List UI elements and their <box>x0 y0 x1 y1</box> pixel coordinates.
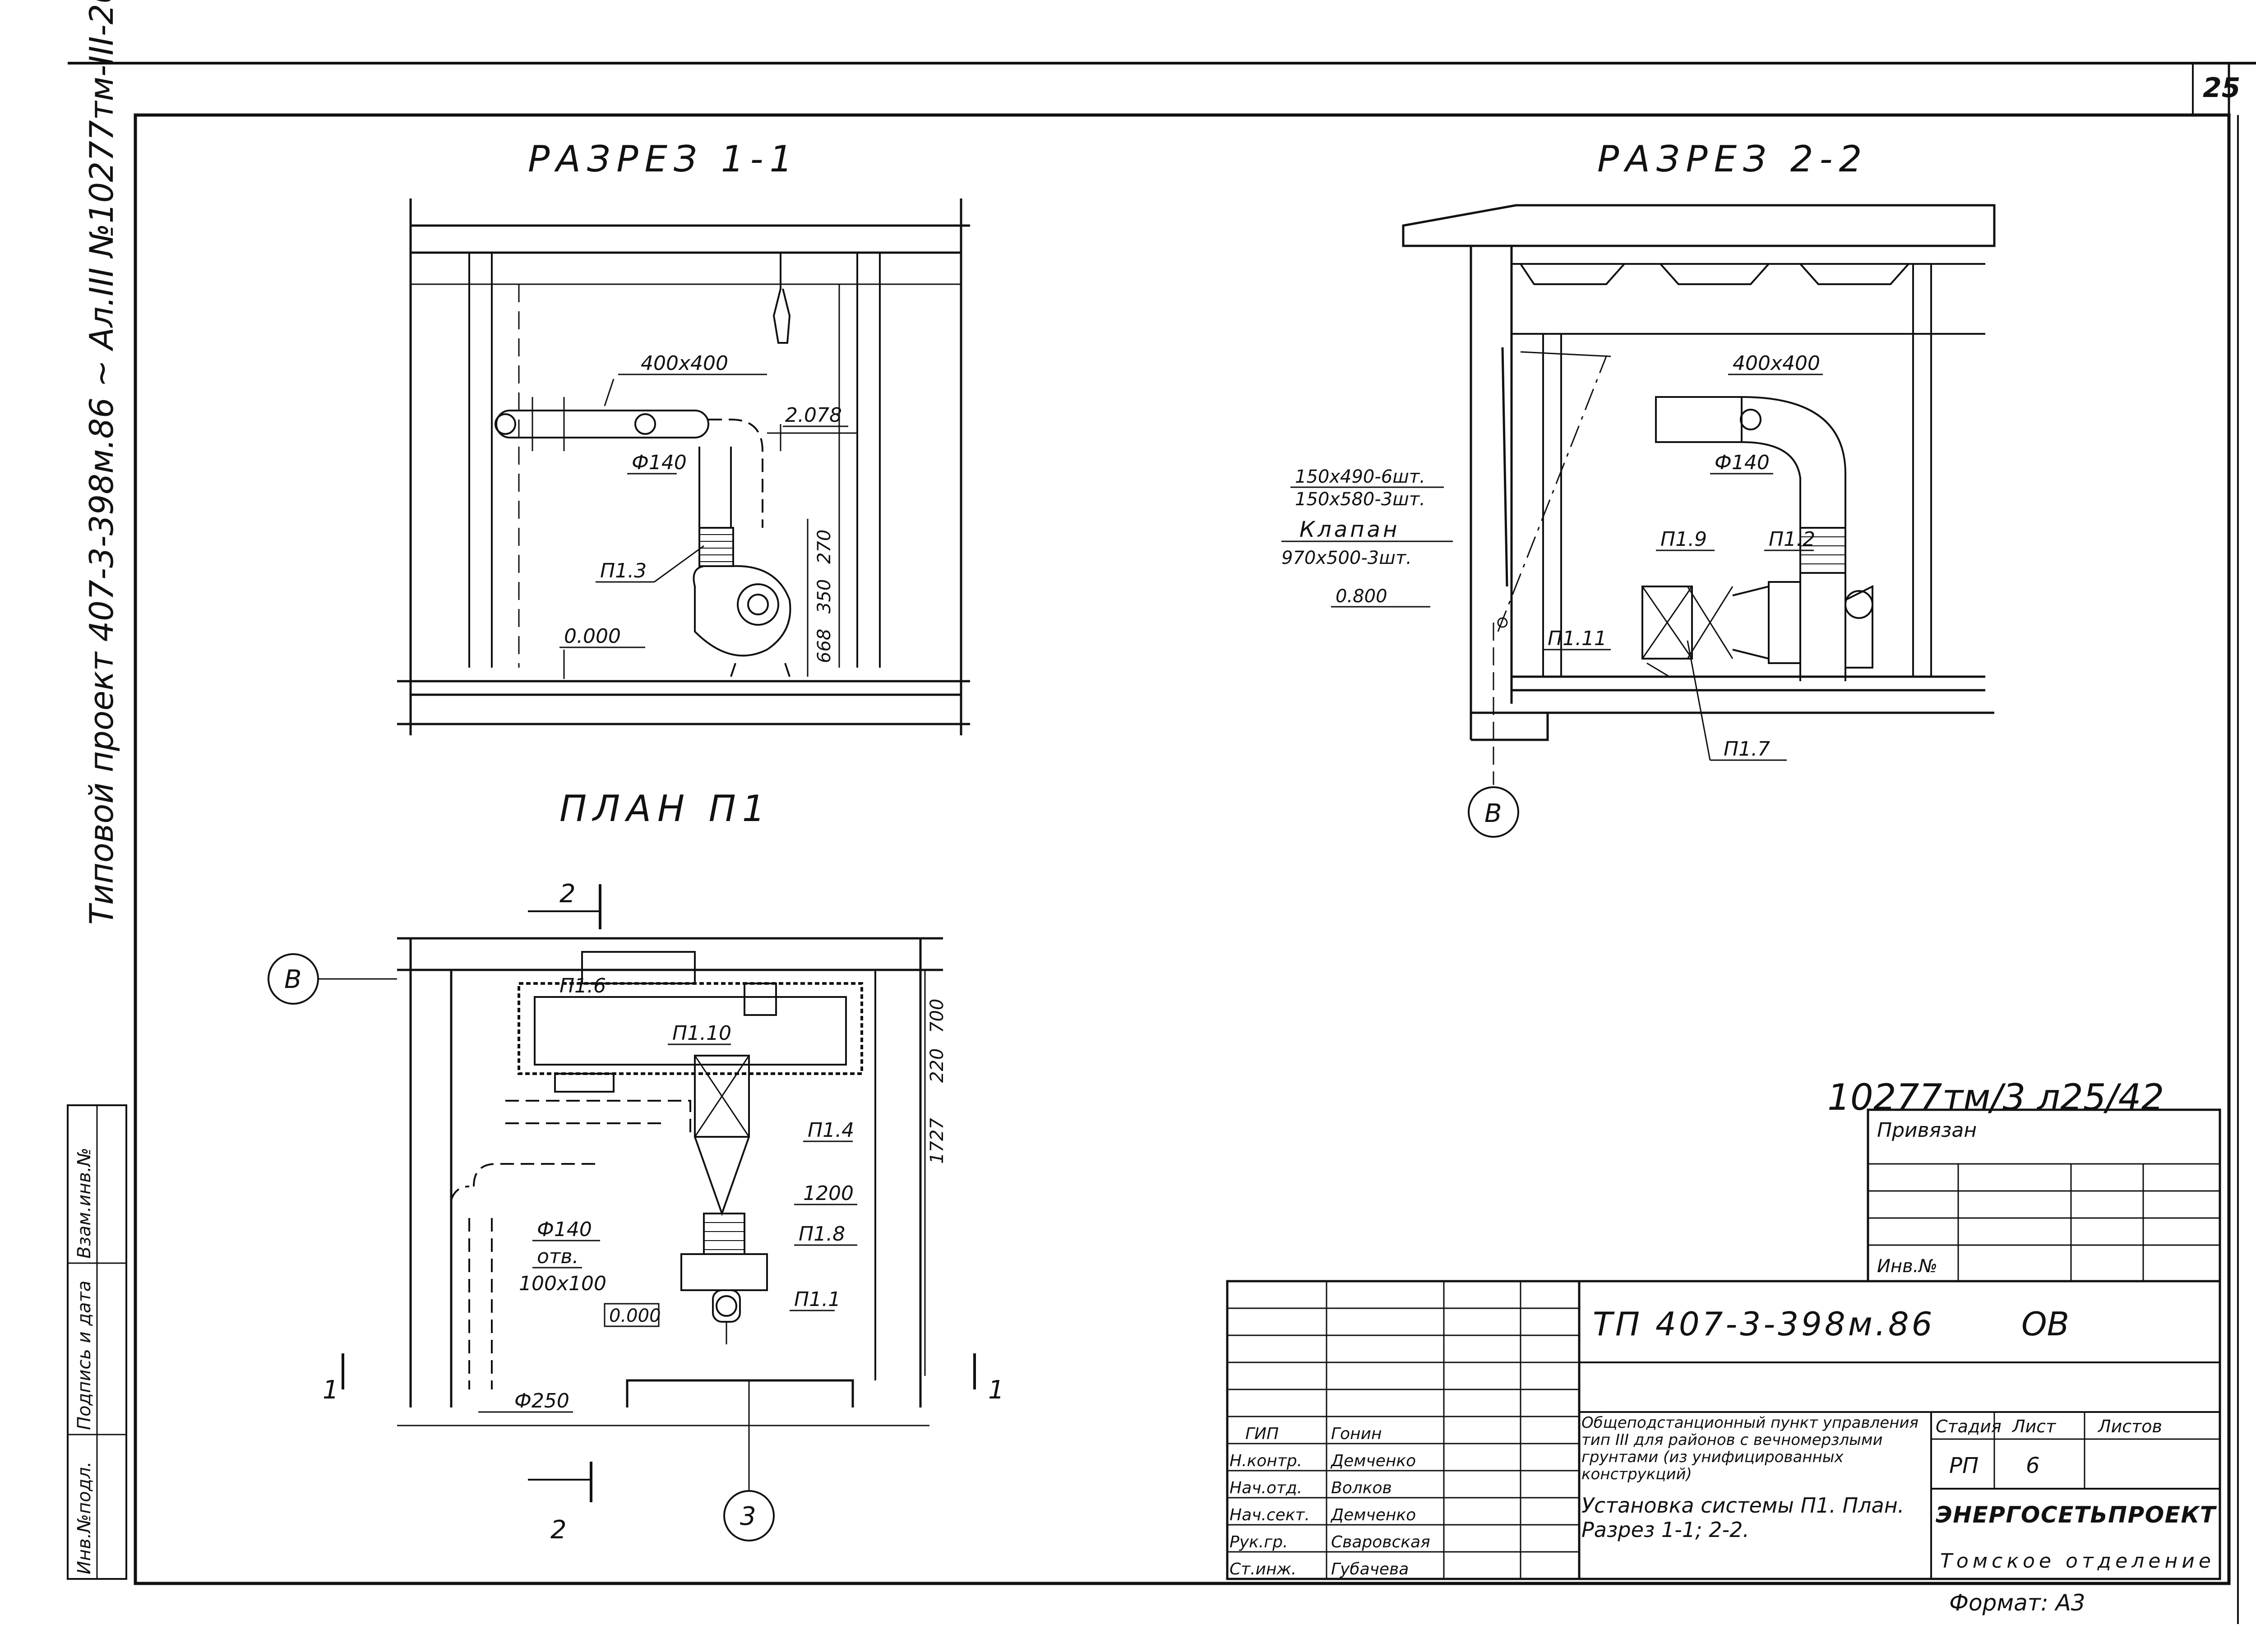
stamp-role-5: Ст.инж. <box>1230 1560 1296 1578</box>
stamp-name-3: Демченко <box>1330 1506 1416 1524</box>
plan-cut2-top: 2 <box>559 879 576 909</box>
plan-dim-1727: 1727 <box>927 1118 948 1164</box>
stamp-code: ТП 407-3-398м.86 <box>1593 1305 1935 1343</box>
stamp-role-4: Рук.гр. <box>1230 1533 1288 1551</box>
plan-dim-700: 700 <box>927 999 948 1033</box>
handwritten-note: 10277тм/3 л25/42 <box>1827 1076 2164 1118</box>
side-stamp: Типовой проект 407-3-398м.86 ~ Ал.III №1… <box>67 0 127 1580</box>
stamp-role-2: Нач.отд. <box>1230 1479 1302 1497</box>
stamp-sheet: 6 <box>2026 1453 2040 1478</box>
stamp-role-1: Н.контр. <box>1230 1452 1302 1470</box>
s11-dia: Ф140 <box>632 451 687 474</box>
stamp-stage-label: Стадия <box>1936 1417 2002 1436</box>
section-1-1-title: РАЗРЕЗ 1-1 <box>528 138 799 180</box>
plan-dia250: Ф250 <box>514 1389 569 1412</box>
section-1-1: РАЗРЕЗ 1-1 <box>397 138 970 735</box>
s22-level: 0.800 <box>1336 586 1387 607</box>
s22-axis: В <box>1484 799 1502 828</box>
plan-otv-size: 100x100 <box>519 1272 606 1295</box>
plan-axis-b: В <box>284 965 301 994</box>
s22-duct-size: 400x400 <box>1733 352 1820 375</box>
s11-dim-270: 270 <box>814 530 835 564</box>
side-col-3: Взам.инв.№ <box>74 1148 95 1259</box>
s22-p17: П1.7 <box>1724 738 1770 761</box>
plan-title: ПЛАН П1 <box>559 788 772 830</box>
s22-p111: П1.11 <box>1548 627 1607 650</box>
side-stamp-text: Типовой проект 407-3-398м.86 ~ Ал.III №1… <box>83 0 120 925</box>
plan-dia140: Ф140 <box>537 1218 592 1241</box>
s11-dim-668: 668 <box>814 629 835 663</box>
stamp-mark: ОВ <box>2021 1305 2069 1343</box>
stamp-role-3: Нач.сект. <box>1230 1506 1310 1524</box>
plan-dim-220: 220 <box>927 1048 948 1083</box>
s22-p19: П1.9 <box>1660 528 1707 551</box>
stamp-privyazan: Привязан <box>1877 1119 1977 1142</box>
plan-dim-1200: 1200 <box>803 1182 854 1205</box>
stamp-description: Общеподстанционный пункт управления тип … <box>1581 1414 1919 1483</box>
stamp-name-2: Волков <box>1331 1479 1392 1497</box>
s22-dia: Ф140 <box>1715 451 1770 474</box>
stamp-inv-no: Инв.№ <box>1877 1256 1937 1277</box>
sheet-number: 25 <box>2203 72 2241 104</box>
plan-cut2-bottom: 2 <box>550 1515 567 1545</box>
s11-level-top: 2.078 <box>785 404 842 427</box>
section-2-2-title: РАЗРЕЗ 2-2 <box>1597 138 1868 180</box>
s11-dim-350: 350 <box>814 579 835 614</box>
stamp-stage: РП <box>1949 1453 1979 1478</box>
stamp-name-0: Гонин <box>1331 1425 1382 1443</box>
plan-otv: отв. <box>537 1245 578 1268</box>
sheet-frame: 25 <box>68 62 2256 1624</box>
s11-unit: П1.3 <box>600 559 647 582</box>
stamp-name-4: Сваровская <box>1331 1533 1430 1551</box>
plan-cut1-left: 1 <box>323 1375 339 1405</box>
plan-p18: П1.8 <box>799 1223 845 1246</box>
plan-p14: П1.4 <box>808 1119 854 1142</box>
s11-level-zero: 0.000 <box>564 625 621 648</box>
stamp-role-0: ГИП <box>1245 1425 1279 1443</box>
s22-p12: П1.2 <box>1769 528 1815 551</box>
stamp-org: ЭНЕРГОСЕТЬПРОЕКТ <box>1936 1502 2217 1528</box>
title-block: Привязан Инв.№ ТП 407-3-398м.86 ОВ Общеп… <box>1226 1108 2221 1616</box>
stamp-format: Формат: А3 <box>1949 1590 2085 1616</box>
s22-valve-size: 970x500-3шт. <box>1281 548 1412 568</box>
stamp-dept: Томское отделение <box>1940 1550 2211 1573</box>
plan-axis-3: 3 <box>740 1502 756 1531</box>
plan-cut1-right: 1 <box>988 1375 1004 1405</box>
stamp-sheets-label: Листов <box>2097 1417 2162 1436</box>
plan-p110: П1.10 <box>672 1022 731 1045</box>
stamp-name-5: Губачева <box>1331 1560 1409 1578</box>
side-col-1: Инв.№подл. <box>74 1461 95 1574</box>
stamp-name-1: Демченко <box>1330 1452 1416 1470</box>
s22-grille-b: 150x580-3шт. <box>1295 489 1425 510</box>
plan-p16: П1.6 <box>559 974 606 997</box>
stamp-sheet-label: Лист <box>2011 1417 2057 1436</box>
plan-level: 0.000 <box>609 1306 661 1326</box>
s22-valve: Клапан <box>1299 517 1400 542</box>
section-2-2: РАЗРЕЗ 2-2 В 150x490-6шт. 150x580-3шт. К… <box>1281 138 1996 838</box>
side-col-2: Подпись и дата <box>74 1281 95 1430</box>
s11-duct-size: 400x400 <box>641 352 728 375</box>
plan-p11: П1.1 <box>794 1288 841 1311</box>
s22-grille-a: 150x490-6шт. <box>1295 466 1425 487</box>
stamp-drawing-title: Установка системы П1. План. Разрез 1-1; … <box>1581 1493 1905 1542</box>
plan-p1: ПЛАН П1 В 3 <box>268 788 1004 1545</box>
